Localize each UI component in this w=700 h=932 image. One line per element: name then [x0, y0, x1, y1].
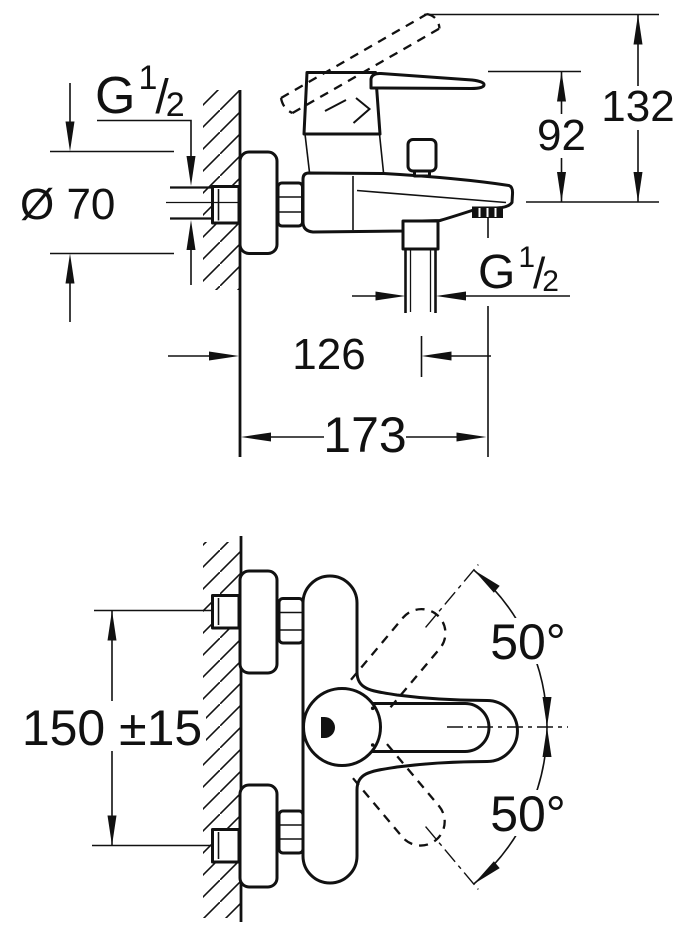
- arrowhead: [456, 432, 487, 442]
- arrowhead: [633, 14, 643, 45]
- arrowhead: [65, 121, 75, 152]
- arrowhead: [633, 172, 643, 202]
- offset-126-value: 126: [292, 330, 365, 379]
- arrowhead: [557, 172, 566, 202]
- supply-square-nut: [211, 185, 241, 225]
- pivot-mark: [324, 99, 347, 112]
- pivot-mark: [352, 97, 372, 124]
- dim-offset-126: 126: [168, 330, 491, 379]
- supply-square-nut-lower: [211, 828, 241, 864]
- cartridge-cover: [302, 71, 382, 136]
- dim-escutcheon-diameter: Ø 70: [20, 83, 174, 322]
- label-mask: [598, 86, 678, 130]
- diverter-knob: [406, 138, 438, 173]
- arrowhead: [209, 351, 239, 361]
- label-mask: [486, 618, 572, 664]
- arrowhead: [473, 861, 500, 884]
- raised-lever-end: [279, 97, 293, 115]
- swivel-centerline: [425, 826, 479, 890]
- swivel-lever-outline: [349, 743, 446, 847]
- arrowhead: [436, 291, 466, 301]
- raised-lever-tip: [426, 12, 441, 29]
- label-mask: [534, 114, 589, 158]
- height-92-value: 92: [537, 111, 586, 160]
- dim-angle-upper: 50°: [473, 569, 572, 728]
- side-view: G1/2 Ø 70 92: [20, 12, 678, 463]
- raised-lever-edge: [291, 27, 441, 114]
- angle-lower-value: 50°: [490, 786, 566, 842]
- label-mask: [20, 701, 206, 751]
- arrowhead: [107, 610, 117, 641]
- arrowhead: [107, 815, 117, 846]
- arrowhead: [186, 156, 196, 186]
- faucet-body: [301, 71, 515, 313]
- raised-lever-edge: [280, 13, 428, 99]
- arrowhead: [186, 220, 196, 250]
- connection-spacing-value: 150 ±15: [22, 700, 202, 756]
- label-mask: [486, 790, 572, 836]
- height-132-value: 132: [601, 82, 674, 131]
- neck-line: [378, 133, 385, 173]
- detail-dot: [370, 743, 375, 747]
- supply-square-nut-upper: [211, 594, 241, 630]
- detail-dot: [370, 706, 375, 711]
- arrowhead: [65, 253, 75, 284]
- leader-line: [97, 119, 192, 159]
- wall-escutcheon-lower: [238, 783, 279, 889]
- lever-swivel-up-dashed: [350, 564, 479, 712]
- spout-contour-line: [356, 189, 507, 204]
- plan-view: 50° 50° 150 ±15: [20, 536, 572, 922]
- union-nut: [276, 181, 304, 228]
- dim-reach-173: 173: [241, 218, 489, 463]
- lever-pivot-circle: [302, 687, 382, 767]
- wall-escutcheon: [238, 150, 279, 255]
- dim-connection-spacing: 150 ±15: [20, 609, 213, 847]
- aerator: [472, 206, 503, 218]
- arrowhead: [542, 697, 552, 727]
- shower-outlet-pipe: [404, 249, 437, 313]
- union-nut-lower: [277, 809, 305, 855]
- angle-upper-value: 50°: [490, 614, 566, 670]
- reach-173-value: 173: [323, 407, 406, 463]
- dim-wall-thread: G1/2: [95, 59, 196, 285]
- dim-height-132: 132: [424, 13, 678, 203]
- arrowhead: [557, 71, 566, 102]
- union-nut-body: [276, 181, 304, 228]
- wall-escutcheon-upper: [238, 569, 279, 675]
- dim-height-92: 92: [488, 70, 589, 202]
- arrowhead: [375, 291, 406, 301]
- shower-outlet-collar: [401, 219, 440, 251]
- neck-line: [304, 133, 311, 173]
- union-nut-body: [277, 809, 305, 855]
- lever-handle: [369, 71, 486, 90]
- swivel-centerline: [425, 564, 479, 628]
- arrowhead: [542, 727, 552, 757]
- arrowhead: [421, 351, 452, 361]
- lever-raised-dashed: [279, 12, 441, 124]
- union-nut-upper: [277, 597, 305, 645]
- union-nut-body: [277, 597, 305, 645]
- lever-swivel-down-dashed: [349, 743, 479, 890]
- pivot-logo-mark: [321, 717, 335, 738]
- arrowhead: [473, 570, 500, 593]
- wall-thread-label: G1/2: [95, 59, 185, 125]
- diameter-value: Ø 70: [20, 180, 115, 229]
- swivel-lever-outline: [350, 607, 447, 712]
- supply-nipple: [166, 185, 308, 225]
- dim-angle-lower: 50°: [473, 726, 572, 885]
- arrowhead: [241, 432, 271, 442]
